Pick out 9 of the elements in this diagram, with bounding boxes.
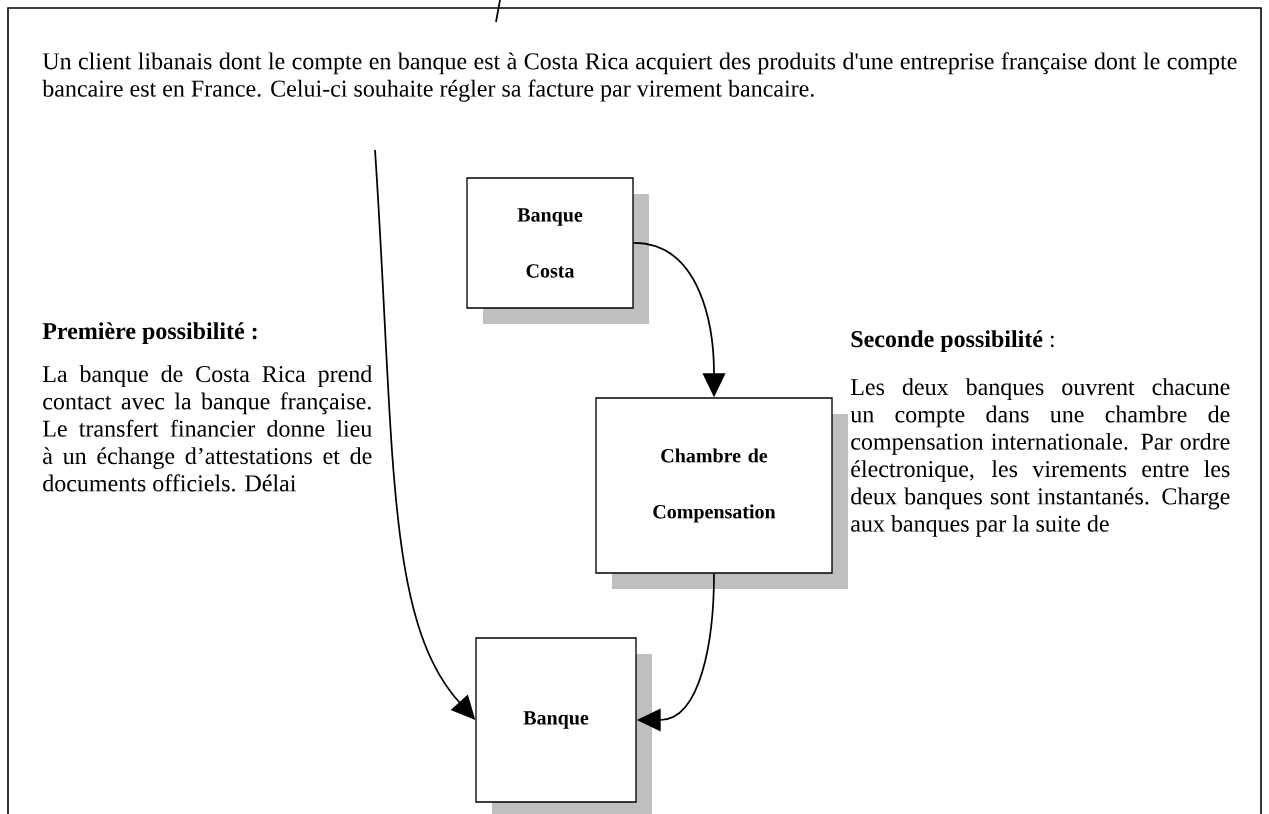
section-heading: Seconde possibilité : (851, 330, 1054, 353)
process-box: Chambre de Compensation (595, 397, 848, 589)
process-box: Banque (475, 637, 652, 814)
section-heading: Première possibilité : (42, 322, 257, 345)
intro-paragraph: Un client libanais dont le compte en banque est à Costa Rica acquiert des produits d'une entreprise française dont le compte bancaire est en France. Celui-ci souhaite régler sa facture par virement bancaire. (42, 52, 1237, 102)
process-box: Banque Costa (466, 177, 649, 324)
paragraph: La banque de Costa Rica prend contact avec la banque française. Le transfert financier donne lieu à un échange d’attestations et de documents officiels. Délai (42, 365, 372, 492)
arrow (374, 0, 501, 720)
paragraph: Les deux banques ouvrent chacune un compte dans une chambre de compensation internationale. Par ordre électronique, les virements entre les deux banques sont instantanés. Charge aux banques par la suite de (850, 378, 1230, 537)
